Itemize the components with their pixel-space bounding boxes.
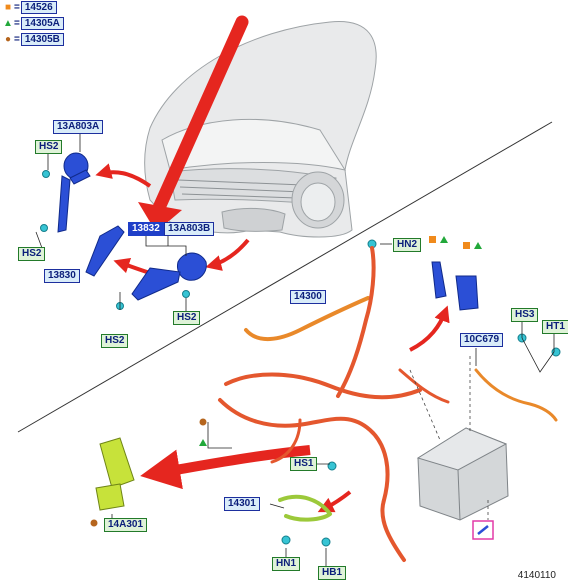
label-10c679: 10C679 bbox=[460, 333, 504, 347]
label-ht1: HT1 bbox=[542, 320, 568, 334]
battery bbox=[416, 427, 509, 521]
label-14300: 14300 bbox=[290, 290, 326, 304]
label-hs3: HS3 bbox=[511, 308, 539, 322]
label-hs2-c: HS2 bbox=[101, 334, 129, 348]
tool-icon bbox=[472, 520, 494, 540]
label-14a301: 14A301 bbox=[104, 518, 148, 532]
label-hs2-d: HS2 bbox=[173, 311, 201, 325]
green-triangle-icon: ▲ bbox=[3, 18, 13, 29]
legend-key: 14305B bbox=[20, 33, 64, 46]
leader-lines bbox=[409, 356, 489, 520]
orange-square-icon: ■ bbox=[4, 2, 12, 13]
brown-circle-icon: ● bbox=[4, 34, 12, 45]
legend-equals: = bbox=[14, 34, 20, 45]
legend-equals: = bbox=[14, 2, 20, 13]
label-hs1: HS1 bbox=[290, 457, 318, 471]
label-13830: 13830 bbox=[44, 269, 80, 283]
label-hs2-a: HS2 bbox=[35, 140, 63, 154]
horn-parts bbox=[57, 152, 479, 311]
label-13a803a: 13A803A bbox=[53, 120, 104, 134]
callout-arrow-horn bbox=[151, 15, 249, 217]
label-hs2-b: HS2 bbox=[18, 247, 46, 261]
harnesses bbox=[218, 246, 558, 562]
callout-arrow-head bbox=[138, 202, 182, 232]
label-hn2: HN2 bbox=[393, 238, 422, 252]
figure-number: 4140110 bbox=[517, 570, 556, 581]
label-13832-highlight: 13832 bbox=[128, 222, 164, 236]
legend-equals: = bbox=[14, 18, 20, 29]
relay-box bbox=[95, 437, 135, 511]
legend-row-1: ■=14526 bbox=[2, 1, 57, 14]
legend-key: 14305A bbox=[20, 17, 64, 30]
section-divider bbox=[17, 121, 553, 433]
label-hn1: HN1 bbox=[272, 557, 301, 571]
legend-row-3: ●=14305B bbox=[2, 33, 64, 46]
legend-key: 14526 bbox=[20, 1, 57, 14]
label-hb1: HB1 bbox=[318, 566, 347, 580]
label-14301: 14301 bbox=[224, 497, 260, 511]
label-13a803b: 13A803B bbox=[164, 222, 215, 236]
legend-row-2: ▲=14305A bbox=[2, 17, 64, 30]
symbol-markers bbox=[90, 236, 482, 527]
vehicle-front bbox=[144, 21, 377, 238]
